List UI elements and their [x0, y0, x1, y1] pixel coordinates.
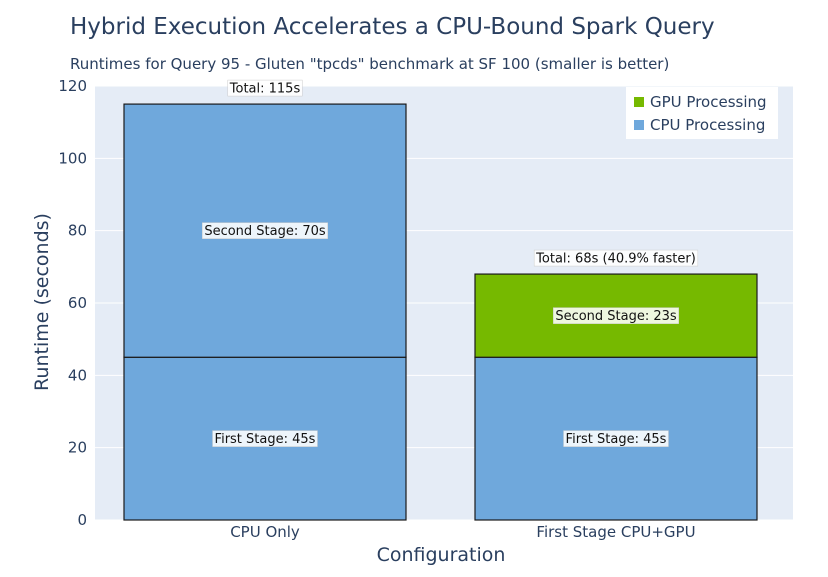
legend-entry: CPU Processing — [650, 116, 765, 134]
y-tick-label: 80 — [68, 222, 87, 240]
total-label: Total: 115s — [227, 79, 303, 97]
x-axis-title: Configuration — [377, 544, 506, 566]
segment-label: First Stage: 45s — [563, 430, 669, 447]
segment-label-text: First Stage: 45s — [215, 432, 316, 447]
segment-label-text: Second Stage: 70s — [204, 224, 326, 239]
chart-subtitle: Runtimes for Query 95 - Gluten "tpcds" b… — [70, 55, 669, 73]
y-tick-label: 40 — [68, 366, 87, 384]
total-label-background — [533, 249, 699, 267]
legend-box — [626, 87, 778, 139]
y-tick-label: 0 — [77, 511, 87, 529]
segment-label-background — [563, 430, 669, 447]
total-label: Total: 68s (40.9% faster) — [533, 249, 699, 267]
segment-label: First Stage: 45s — [212, 430, 318, 447]
y-tick-label: 120 — [58, 77, 87, 95]
segment-label-background — [212, 430, 318, 447]
x-tick-label: CPU Only — [230, 523, 300, 541]
legend-swatch — [634, 120, 644, 130]
x-tick-label: First Stage CPU+GPU — [536, 523, 695, 541]
chart-title: Hybrid Execution Accelerates a CPU-Bound… — [70, 14, 715, 40]
total-label-text: Total: 115s — [229, 82, 301, 97]
total-label-text: Total: 68s (40.9% faster) — [535, 252, 696, 267]
legend-swatch — [634, 97, 644, 107]
segment-label-text: First Stage: 45s — [566, 432, 667, 447]
segment-label-background — [553, 307, 679, 324]
y-axis-ticks: 0 20 40 60 80 100 120 — [58, 77, 87, 529]
x-axis-ticks: CPU Only First Stage CPU+GPU — [230, 523, 695, 541]
y-tick-label: 100 — [58, 149, 87, 167]
total-label-background — [227, 79, 303, 97]
y-tick-label: 60 — [68, 294, 87, 312]
segment-label-background — [202, 222, 328, 239]
y-tick-label: 20 — [68, 439, 87, 457]
segment-label: Second Stage: 23s — [553, 307, 679, 324]
segment-label-text: Second Stage: 23s — [555, 309, 677, 324]
y-axis-title: Runtime (seconds) — [31, 213, 53, 391]
legend-entry: GPU Processing — [650, 93, 767, 111]
segment-label: Second Stage: 70s — [202, 222, 328, 239]
